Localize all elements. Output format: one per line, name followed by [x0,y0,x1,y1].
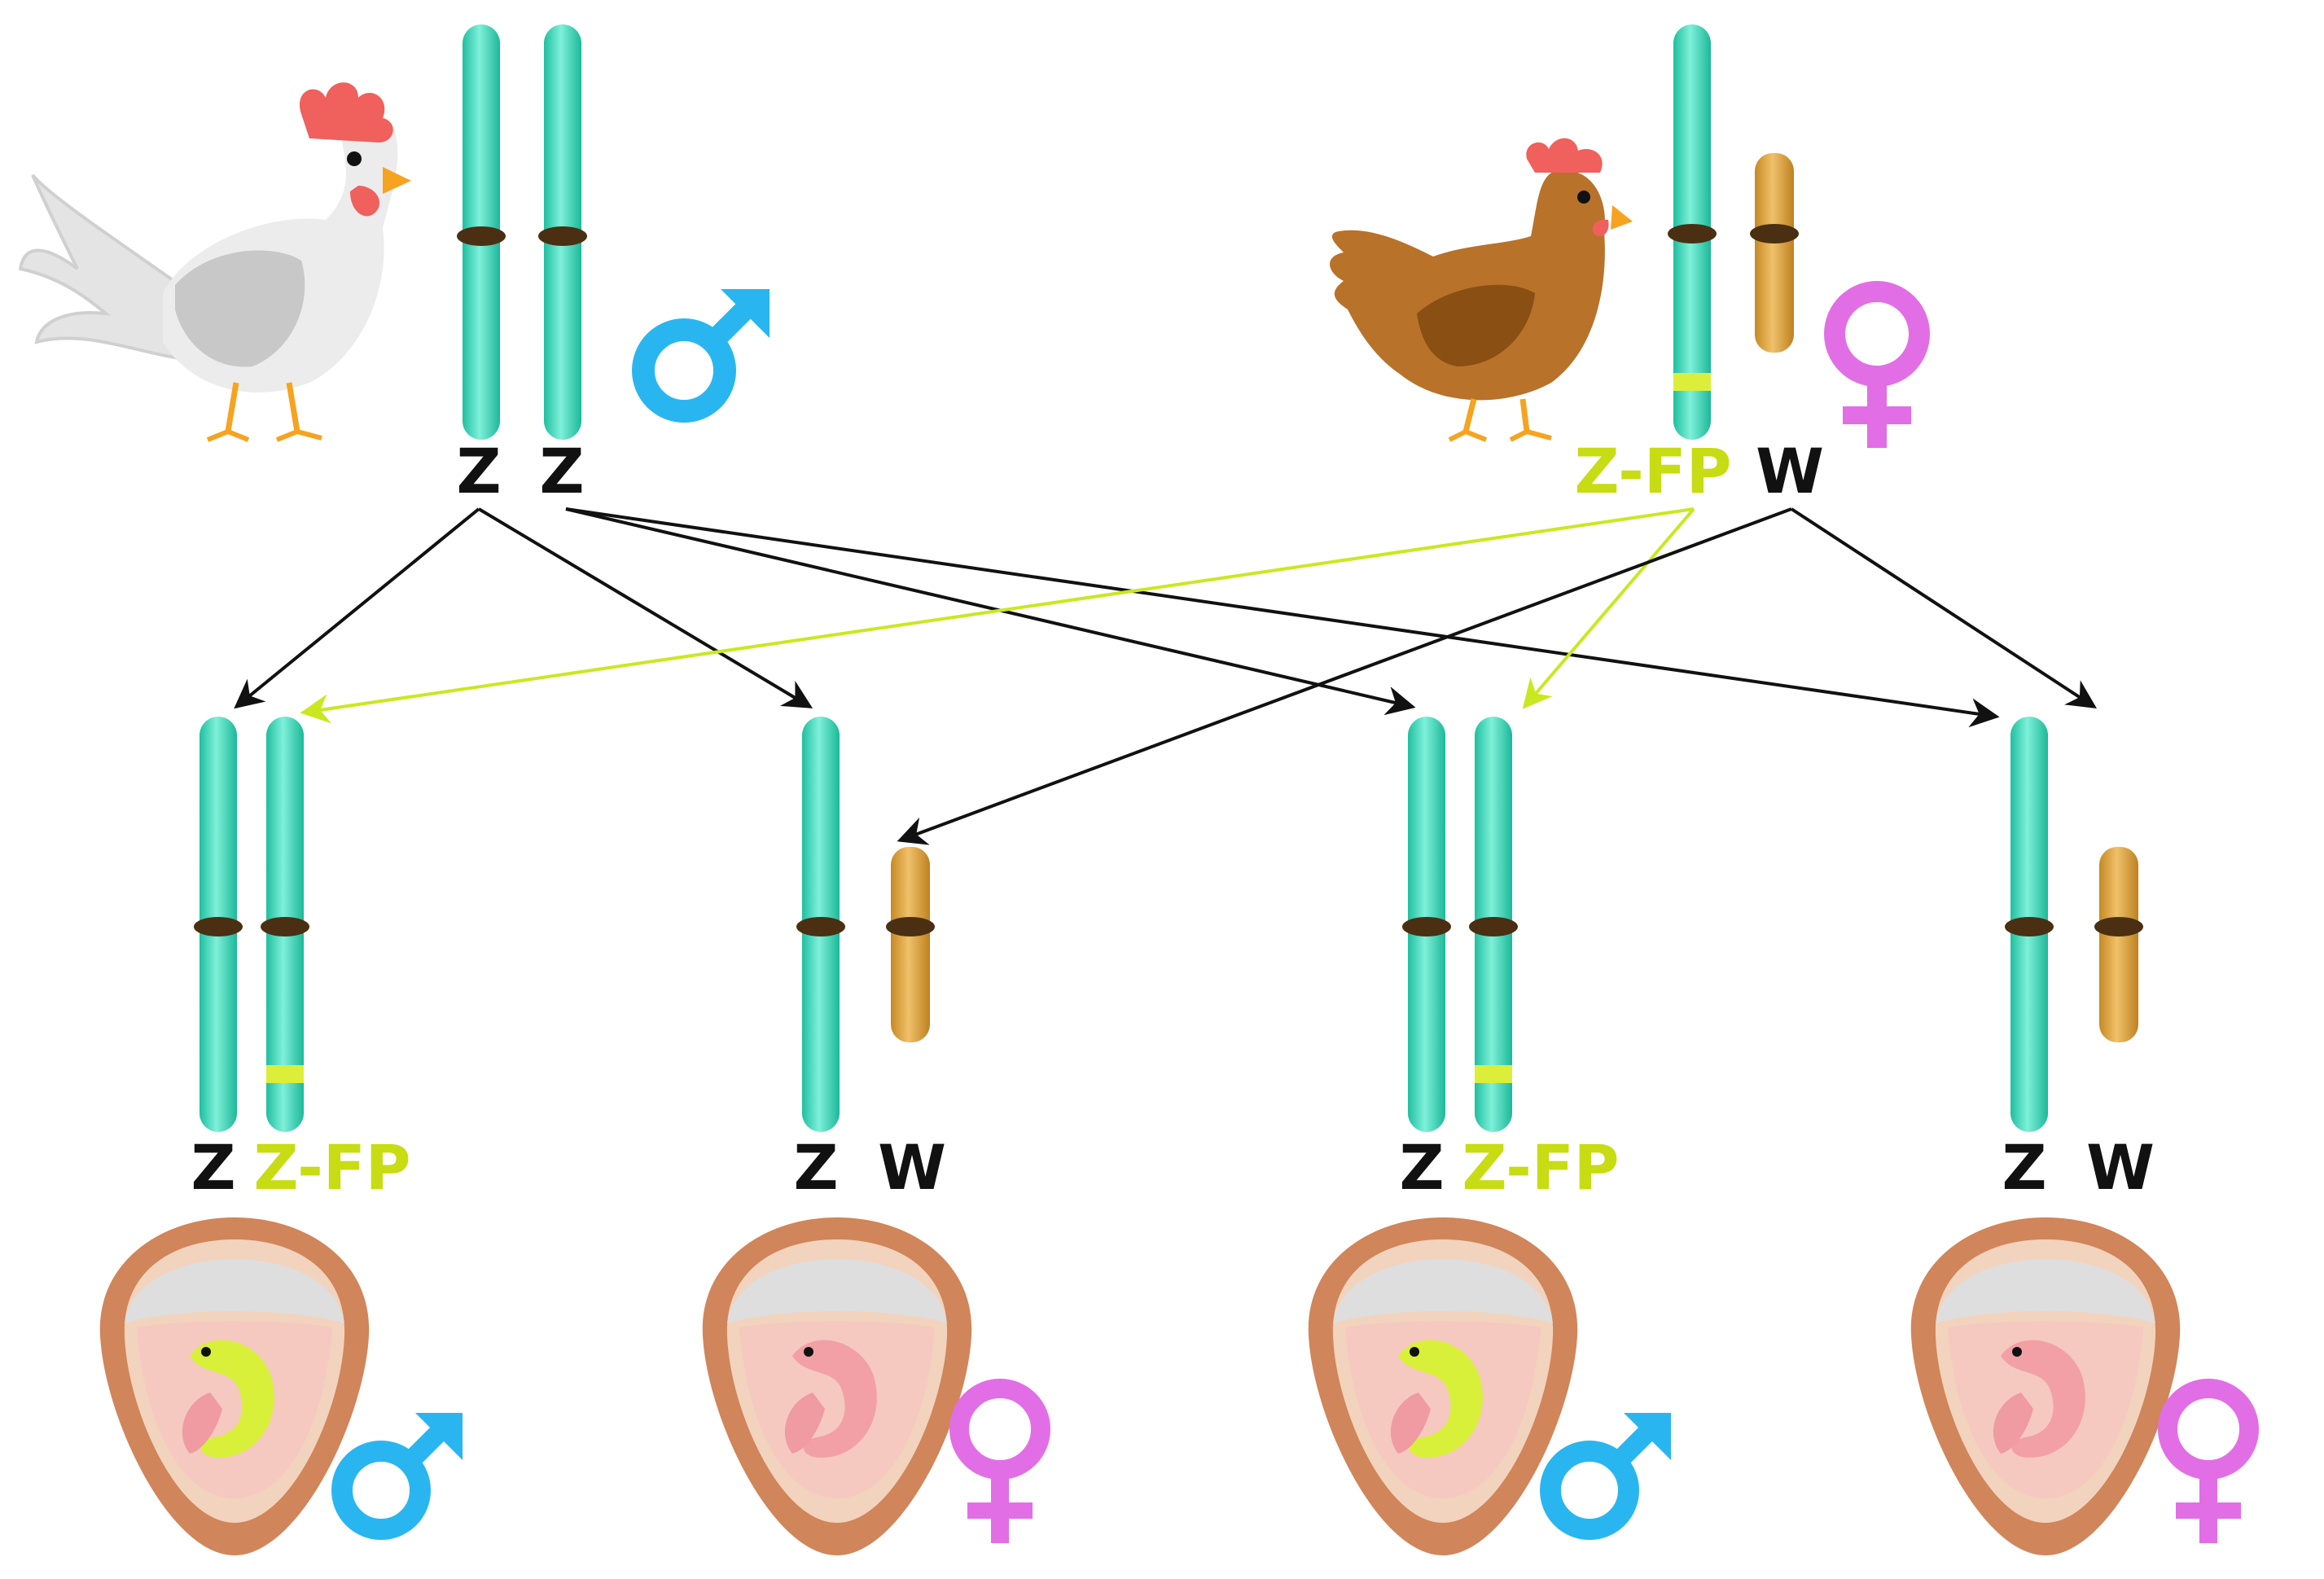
centromere [886,917,935,936]
arrow-mother-zfp-to-offspring1 [300,507,1695,724]
male-symbol-icon [632,289,770,423]
arrow-mother-zfp-to-offspring3 [1522,507,1695,709]
egg-embryo-icon [99,1217,370,1555]
egg-embryo-icon [1308,1217,1578,1555]
male-symbol-icon [1540,1413,1671,1540]
centromere [457,226,506,246]
centromere [796,917,845,936]
centromere [261,917,309,936]
offspring-group-1: Z Z-FP [99,717,463,1555]
offspring-label-b: W [2086,1131,2155,1204]
fp-band [1475,1065,1512,1083]
offspring-label-a: Z [191,1131,235,1204]
father-chrom-label-1: Z [456,435,501,507]
father-chrom-label-2: Z [539,435,584,507]
female-symbol-icon [1824,281,1930,448]
hen-icon [1330,138,1633,442]
fp-band [1673,373,1711,391]
egg-embryo-icon [1910,1217,2181,1555]
w-chromosome [2099,847,2138,1042]
arrow-father-z2-to-offspring3 [565,507,1416,716]
arrow-father-z1-to-offspring1 [234,507,480,709]
w-chromosome [1755,153,1794,353]
offspring-label-b: Z-FP [1462,1131,1620,1204]
centromere [538,226,587,246]
female-symbol-icon [2158,1379,2259,1543]
offspring-label-b: W [878,1131,946,1204]
arrow-mother-w-to-offspring4 [1790,507,2098,708]
egg-embryo-icon [702,1217,972,1555]
centromere [2005,917,2054,936]
arrow-mother-w-to-offspring2 [897,507,1792,845]
father-chromosomes [457,24,587,440]
offspring-label-a: Z [2002,1131,2046,1204]
offspring-label-b: Z-FP [254,1131,411,1204]
mother-chrom-label-2: W [1756,435,1824,507]
arrow-father-z1-to-offspring2 [477,507,813,708]
w-chromosome [891,847,930,1042]
offspring-label-a: Z [793,1131,838,1204]
offspring-label-a: Z [1399,1131,1444,1204]
centromere [1668,224,1717,243]
centromere [1469,917,1518,936]
female-symbol-icon [949,1379,1050,1543]
centromere [2094,917,2143,936]
mother-chromosomes [1668,24,1799,440]
centromere [1402,917,1451,936]
centromere [194,917,243,936]
male-symbol-icon [331,1413,463,1540]
arrow-father-z2-to-offspring4 [565,507,2000,728]
inheritance-arrows [234,507,2098,845]
mother-chrom-label-1: Z-FP [1575,435,1732,507]
rooster-icon [18,82,411,442]
fp-band [266,1065,304,1083]
centromere [1750,224,1799,243]
